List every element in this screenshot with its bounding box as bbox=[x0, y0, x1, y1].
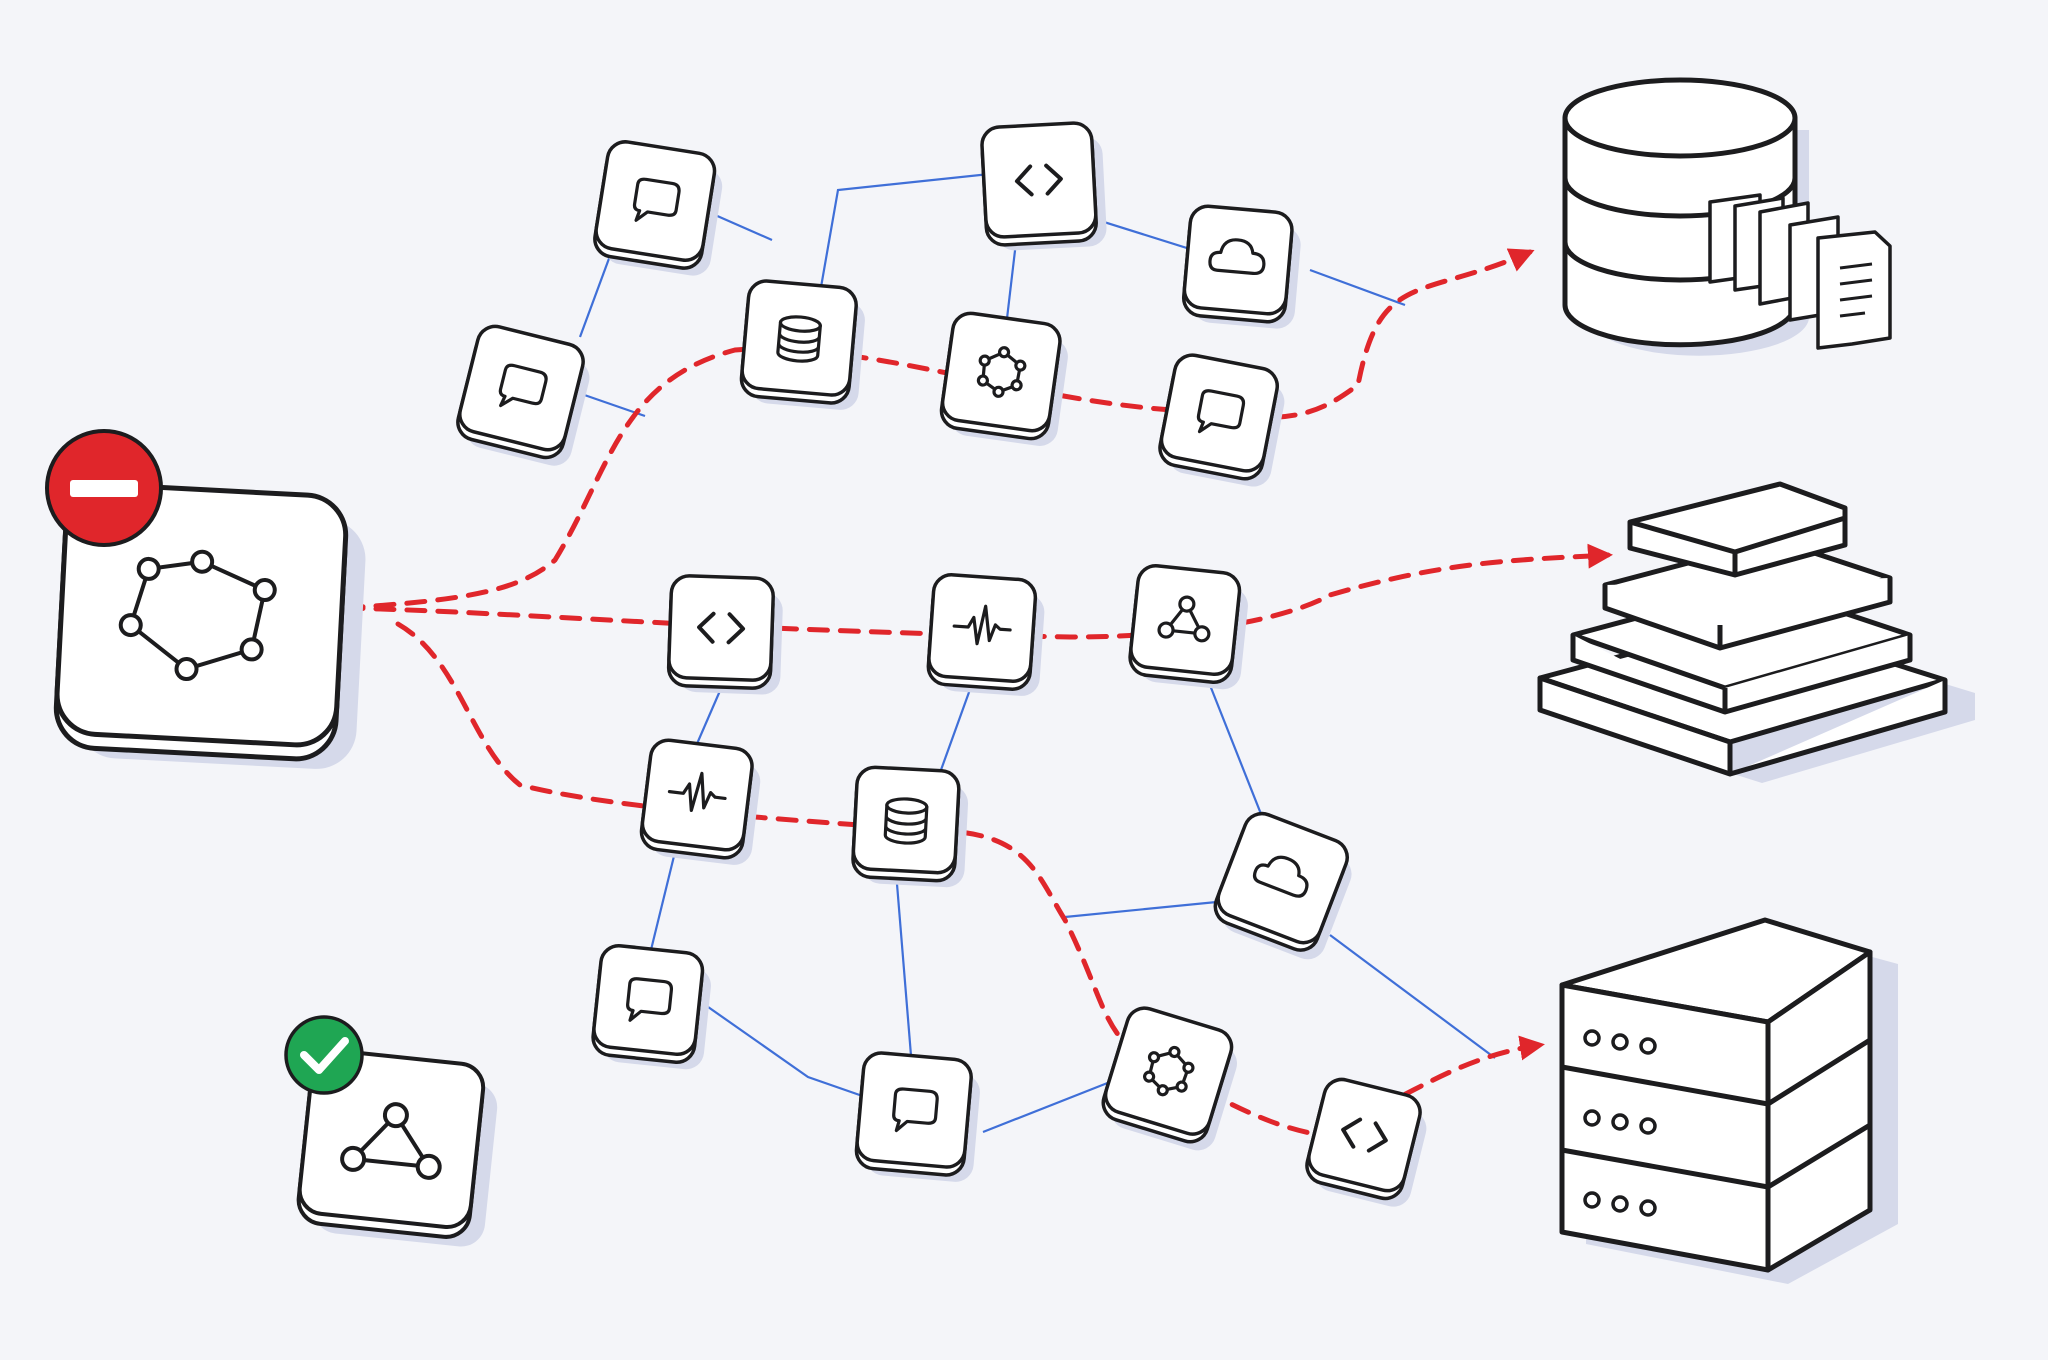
link bbox=[700, 1001, 875, 1102]
chat-icon bbox=[626, 977, 674, 1022]
failure-path-top bbox=[342, 248, 1535, 611]
minus-icon bbox=[70, 480, 138, 497]
link bbox=[1329, 934, 1496, 1059]
link bbox=[982, 1080, 1111, 1134]
graph-icon bbox=[1143, 1045, 1195, 1097]
relay-node[interactable] bbox=[854, 1051, 982, 1184]
source-node[interactable] bbox=[53, 482, 369, 771]
chat-icon bbox=[892, 1087, 939, 1133]
relay-node[interactable] bbox=[926, 573, 1047, 698]
graph-icon bbox=[976, 346, 1027, 398]
pulse-icon bbox=[667, 771, 727, 813]
chat-icon bbox=[632, 177, 681, 222]
cloud-icon bbox=[1252, 855, 1309, 898]
success-badge bbox=[284, 1015, 364, 1095]
triangle-graph-icon bbox=[340, 1102, 442, 1180]
relay-node[interactable] bbox=[591, 139, 727, 278]
relay-node[interactable] bbox=[938, 311, 1072, 448]
relay-node[interactable] bbox=[639, 738, 764, 867]
relay-node[interactable] bbox=[666, 574, 784, 695]
relay-node[interactable] bbox=[591, 943, 715, 1071]
code-icon bbox=[1014, 163, 1063, 197]
relay-nodes bbox=[453, 121, 1434, 1211]
chat-icon bbox=[1196, 389, 1246, 434]
relay-node[interactable] bbox=[739, 279, 867, 412]
relay-node[interactable] bbox=[1302, 1076, 1434, 1211]
relay-node[interactable] bbox=[980, 121, 1107, 252]
database-icon bbox=[776, 315, 822, 363]
link bbox=[1064, 898, 1238, 919]
destination-database bbox=[1562, 77, 1892, 356]
relay-node[interactable] bbox=[1156, 352, 1290, 490]
error-badge bbox=[45, 429, 163, 547]
relay-node[interactable] bbox=[1128, 563, 1252, 691]
link bbox=[1309, 268, 1406, 307]
healthy-node[interactable] bbox=[295, 1048, 501, 1249]
code-icon bbox=[1341, 1117, 1388, 1153]
cloud-icon bbox=[1208, 238, 1266, 276]
triangle-graph-icon bbox=[1157, 595, 1211, 643]
chat-icon bbox=[498, 363, 548, 408]
destination-server bbox=[1559, 917, 1898, 1284]
relay-node[interactable] bbox=[1181, 204, 1304, 330]
check-icon bbox=[300, 1037, 349, 1074]
graph-icon bbox=[118, 549, 277, 682]
failure-path-bottom bbox=[395, 621, 1545, 1136]
relay-node[interactable] bbox=[851, 765, 970, 888]
link bbox=[647, 851, 677, 959]
relay-node[interactable] bbox=[1208, 808, 1362, 964]
destination-layers bbox=[1537, 481, 1975, 783]
relay-node[interactable] bbox=[453, 323, 597, 470]
pulse-icon bbox=[952, 604, 1012, 646]
code-icon bbox=[697, 611, 746, 645]
database-icon bbox=[883, 797, 929, 845]
link bbox=[895, 883, 915, 1081]
document-stack bbox=[1708, 193, 1892, 350]
relay-node[interactable] bbox=[1097, 1004, 1246, 1155]
